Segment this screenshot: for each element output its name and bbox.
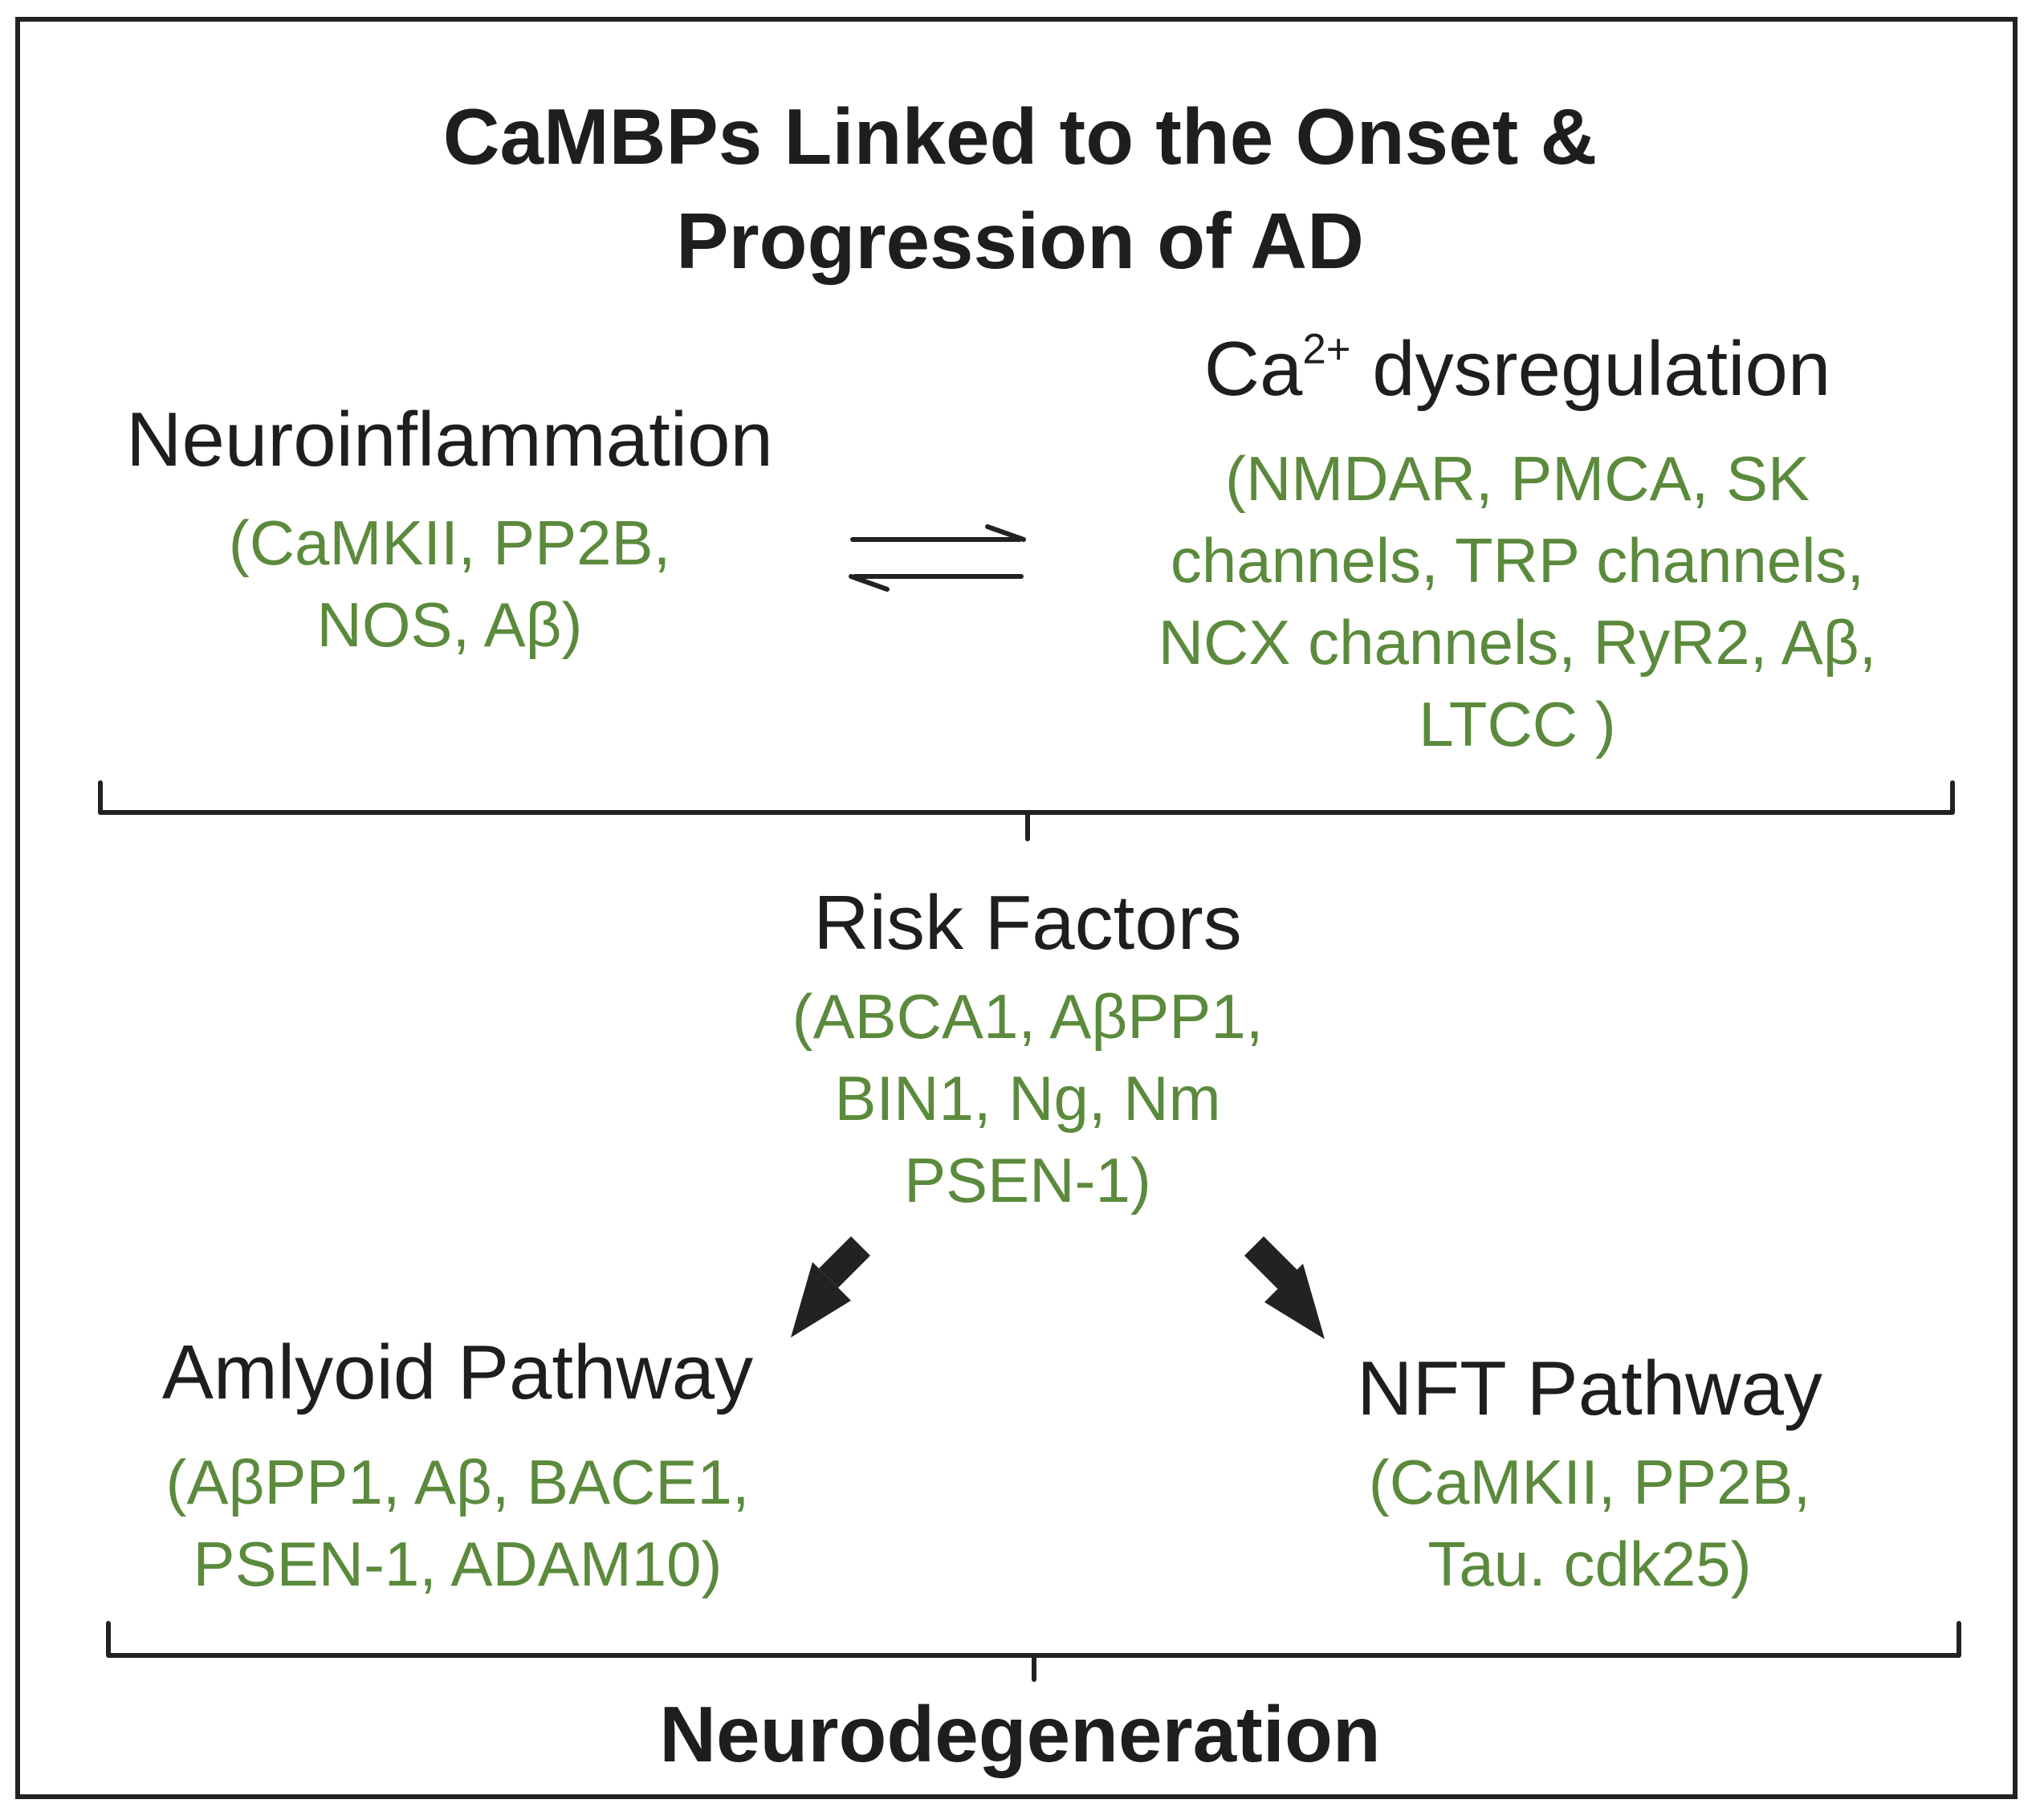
- arrow-to-nft-icon: [1244, 1236, 1325, 1339]
- neuroinflammation-members: (CaMKII, PP2B, NOS, Aβ): [80, 502, 819, 666]
- ca-heading-prefix: Ca: [1203, 326, 1303, 412]
- title-line-2: Progression of AD: [676, 197, 1364, 285]
- nft-pathway-members: (CaMKII, PP2B, Tau. cdk25): [1228, 1441, 1951, 1605]
- nft-member-line: (CaMKII, PP2B,: [1368, 1447, 1811, 1517]
- neuroinflammation-member-line: NOS, Aβ): [316, 589, 583, 660]
- ca-member-line: (NMDAR, PMCA, SK: [1224, 443, 1810, 514]
- diagram-frame: [15, 17, 2018, 1799]
- risk-factors-heading: Risk Factors: [813, 880, 1242, 966]
- ca-heading-superscript: 2+: [1302, 325, 1351, 373]
- reverse-arrow-barb: [849, 574, 890, 592]
- forward-arrow-barb: [985, 524, 1026, 542]
- arrow-to-amyloid-icon: [791, 1236, 871, 1338]
- amyloid-member-line: (AβPP1, Aβ, BACE1,: [165, 1447, 750, 1517]
- neuroinflammation-member-line: (CaMKII, PP2B,: [228, 507, 671, 578]
- nft-member-line: Tau. cdk25): [1427, 1529, 1752, 1599]
- neurodegeneration-label: Neurodegeneration: [659, 1690, 1381, 1778]
- ca-dysregulation-members: (NMDAR, PMCA, SK channels, TRP channels,…: [1100, 438, 1935, 765]
- nft-pathway-heading: NFT Pathway: [1357, 1346, 1822, 1431]
- ca-member-line: LTCC ): [1419, 689, 1616, 759]
- ca-member-line: channels, TRP channels,: [1170, 525, 1865, 596]
- ca-dysregulation-heading: Ca2+ dysregulation: [1100, 325, 1935, 413]
- diagram-title: CaMBPs Linked to the Onset & Progression…: [0, 84, 2040, 293]
- neuroinflammation-heading: Neuroinflammation: [126, 397, 773, 482]
- risk-factors-member-line: BIN1, Ng, Nm: [834, 1063, 1221, 1134]
- risk-factors-members: (ABCA1, AβPP1, BIN1, Ng, Nm PSEN-1): [666, 975, 1389, 1221]
- equilibrium-arrows-icon: [849, 524, 1026, 592]
- risk-factors-member-line: PSEN-1): [904, 1145, 1151, 1215]
- amyloid-pathway-heading: Amlyoid Pathway: [161, 1329, 754, 1415]
- upper-bracket: [98, 780, 1955, 841]
- title-line-1: CaMBPs Linked to the Onset &: [442, 92, 1598, 181]
- ca-member-line: NCX channels, RyR2, Aβ,: [1158, 607, 1877, 678]
- amyloid-pathway-members: (AβPP1, Aβ, BACE1, PSEN-1, ADAM10): [88, 1441, 827, 1605]
- risk-factors-member-line: (ABCA1, AβPP1,: [792, 981, 1264, 1052]
- amyloid-member-line: PSEN-1, ADAM10): [193, 1529, 723, 1599]
- ca-heading-suffix: dysregulation: [1350, 326, 1831, 412]
- lower-bracket: [106, 1621, 1961, 1682]
